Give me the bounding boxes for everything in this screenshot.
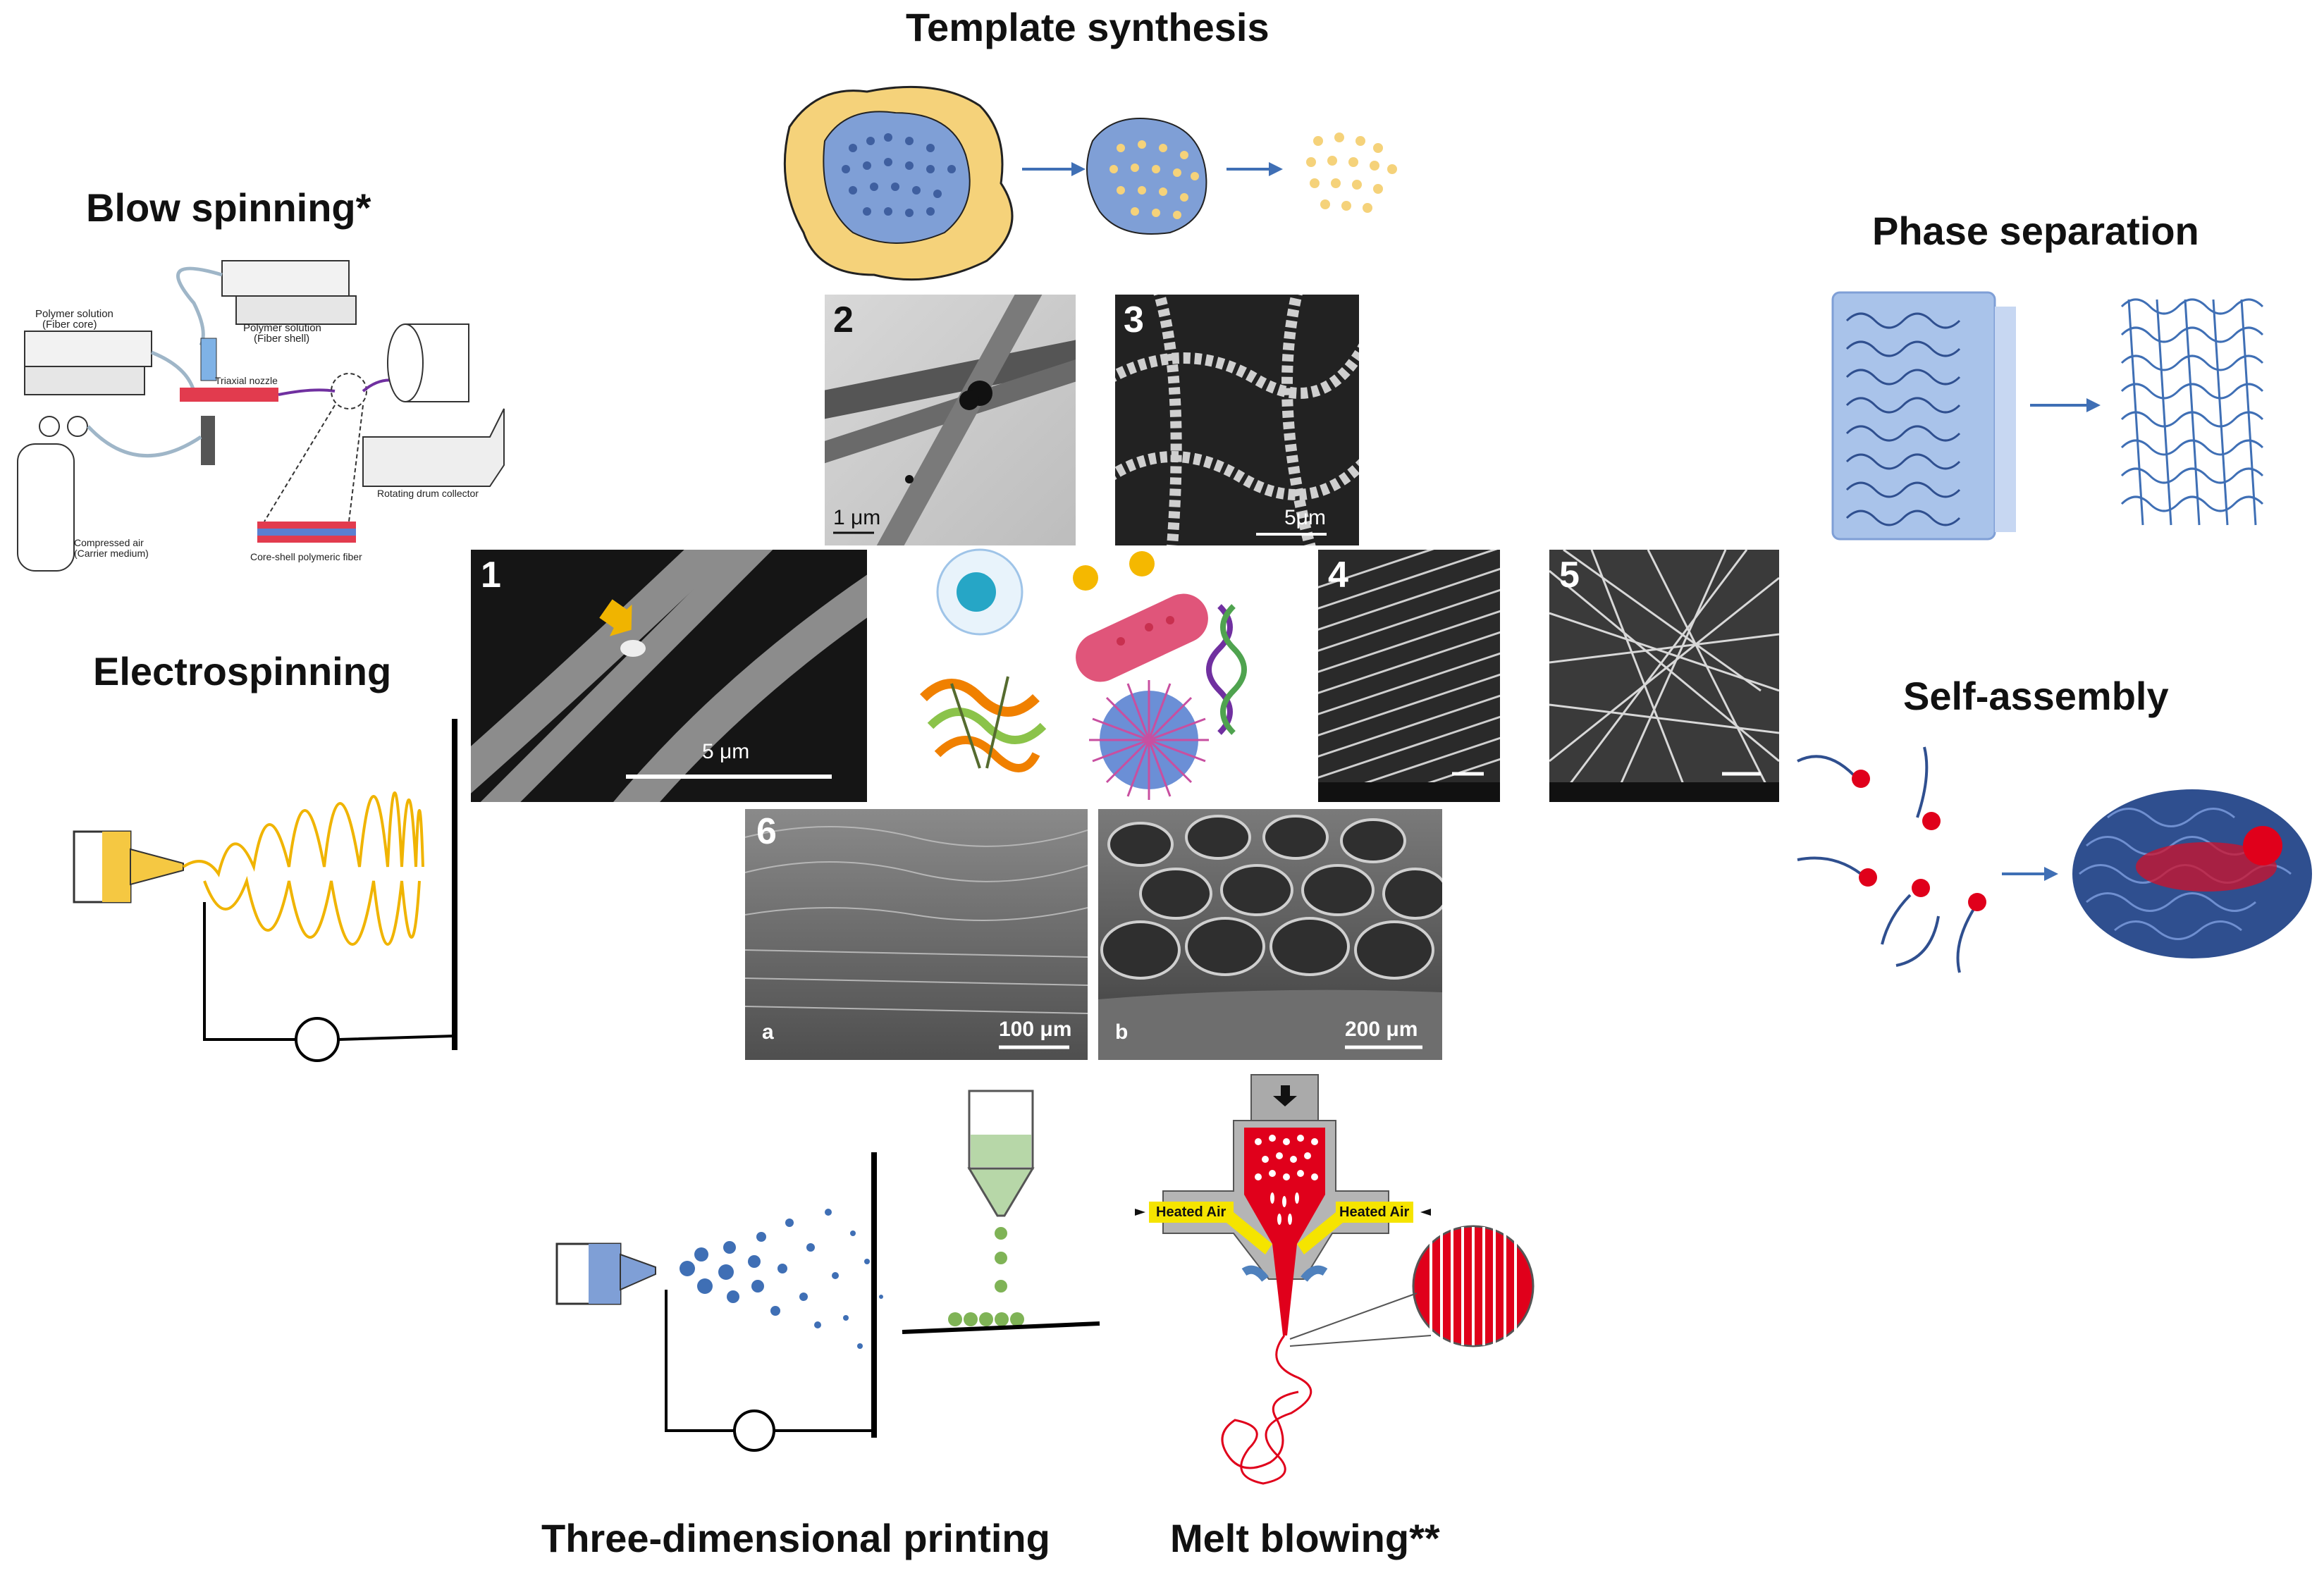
title-self-assembly: Self-assembly [1903, 674, 2169, 718]
svg-text:(Fiber core): (Fiber core) [42, 319, 97, 331]
panel-6b-letter: b [1115, 1020, 1129, 1044]
panel-2-scale: 1 μm [833, 506, 881, 529]
title-melt-blowing: Melt blowing** [1170, 1516, 1440, 1560]
micrograph-panel-2: 2 1 μm [825, 295, 1076, 545]
title-3d-printing: Three-dimensional printing [541, 1516, 1050, 1560]
biomolecules-illustration [920, 548, 1247, 800]
title-blow-spinning: Blow spinning* [86, 185, 371, 230]
melt-label-heated-air-left: Heated Air [1156, 1204, 1226, 1220]
svg-text:Compressed air: Compressed air [74, 537, 144, 548]
svg-text:Triaxial nozzle: Triaxial nozzle [215, 375, 278, 386]
three-d-printing-diagram [555, 1090, 1100, 1452]
micrograph-panel-6b: b 200 μm [1098, 809, 1442, 1060]
svg-text:Polymer solution: Polymer solution [243, 322, 321, 334]
electrospinning-diagram [73, 719, 457, 1062]
title-phase-separation: Phase separation [1872, 209, 2199, 253]
panel-3-scale: 5μm [1284, 506, 1326, 529]
panel-5-number: 5 [1559, 555, 1580, 596]
melt-blowing-diagram: Heated Air Heated Air [1135, 1074, 1535, 1485]
micrograph-panel-3: 3 5μm [1115, 295, 1359, 545]
panel-1-number: 1 [481, 555, 501, 596]
panel-6a-scale: 100 μm [999, 1018, 1072, 1041]
melt-label-heated-air-right: Heated Air [1339, 1204, 1410, 1220]
svg-text:(Fiber shell): (Fiber shell) [254, 333, 309, 345]
svg-text:Rotating drum collector: Rotating drum collector [377, 488, 479, 499]
blow-spinning-diagram: Polymer solution (Fiber core) Polymer so… [17, 260, 505, 572]
panel-4-number: 4 [1328, 555, 1348, 596]
panel-6a-letter: a [762, 1020, 774, 1044]
panel-2-number: 2 [833, 300, 854, 340]
template-synthesis-diagram [783, 85, 1397, 281]
blow-label-core: Polymer solution [35, 308, 113, 320]
svg-text:Core-shell polymeric fiber: Core-shell polymeric fiber [250, 551, 362, 562]
micrograph-panel-5: 5 [1549, 550, 1779, 802]
self-assembly-diagram [1797, 746, 2312, 973]
micrograph-panel-4: 4 [1318, 550, 1500, 802]
title-electrospinning: Electrospinning [93, 649, 392, 693]
svg-text:(Carrier medium): (Carrier medium) [74, 548, 149, 559]
phase-separation-diagram [1831, 291, 2264, 541]
panel-6b-scale: 200 μm [1345, 1018, 1418, 1041]
panel-1-scale: 5 μm [702, 740, 750, 763]
panel-3-number: 3 [1124, 300, 1144, 340]
micrograph-panel-6a: 6 a 100 μm [745, 809, 1088, 1060]
micrograph-panel-1: 1 5 μm [471, 550, 867, 802]
title-template-synthesis: Template synthesis [906, 5, 1269, 49]
panel-6-number: 6 [756, 811, 777, 852]
